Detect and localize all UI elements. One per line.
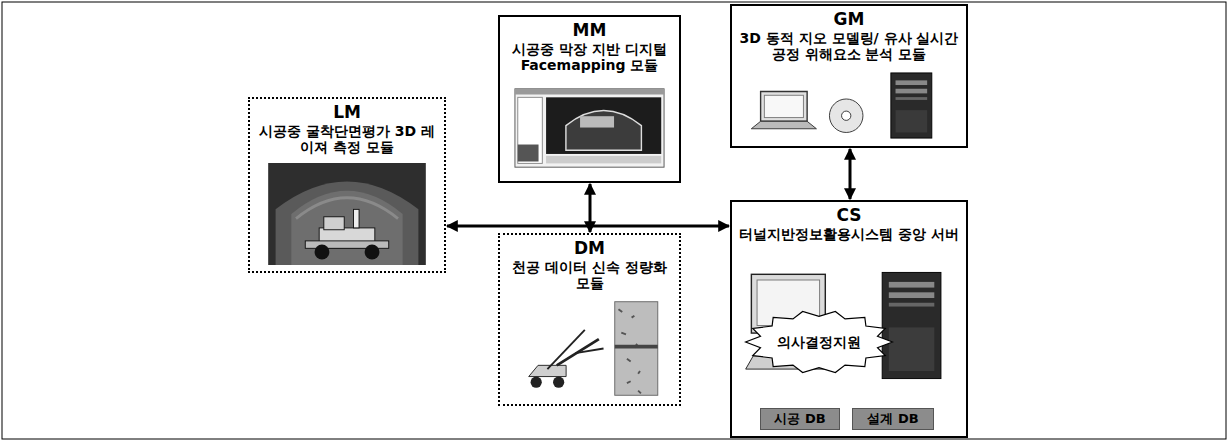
double-arrow xyxy=(589,184,592,232)
module-box: DM천공 데이터 신속 정량화 모듈 xyxy=(498,233,681,406)
module-code: MM xyxy=(506,21,673,41)
text-group: LM시공중 굴착단면평가 3D 레이져 측정 모듈 xyxy=(250,99,444,156)
module-box: LM시공중 굴착단면평가 3D 레이져 측정 모듈 xyxy=(248,97,446,273)
text-group: GM3D 동적 지오 모델링/ 유사 실시간 공정 위해요소 분석 모듈 xyxy=(732,6,966,63)
node-label: 천공 데이터 신속 정량화 모듈 xyxy=(506,259,673,293)
text-group: MM시공중 막장 지반 디지털 Facemapping 모듈 xyxy=(500,17,679,74)
node-label: 터널지반정보활용시스템 중앙 서버 xyxy=(738,226,960,243)
database-box: 설계 DB xyxy=(852,408,934,430)
lm-illustration xyxy=(262,163,432,265)
node-label: 3D 동적 지오 모델링/ 유사 실시간 공정 위해요소 분석 모듈 xyxy=(738,30,960,64)
module-code: LM xyxy=(256,103,438,123)
dm-illustration xyxy=(510,299,669,398)
node-label: 시공중 막장 지반 디지털 Facemapping 모듈 xyxy=(506,41,673,75)
node-label: 시공 DB xyxy=(774,411,825,427)
mm-illustration xyxy=(514,81,665,175)
decision-starburst: 의사결정지원 xyxy=(744,310,894,374)
double-arrow xyxy=(447,225,729,228)
text-group: CS터널지반정보활용시스템 중앙 서버 xyxy=(732,202,966,242)
double-arrow xyxy=(849,149,852,199)
text-group: DM천공 데이터 신속 정량화 모듈 xyxy=(500,235,679,292)
text-group: 시공 DB xyxy=(770,411,829,427)
text-group: 의사결정지원 xyxy=(773,334,865,351)
node-label: 의사결정지원 xyxy=(777,334,861,351)
gm-illustration xyxy=(742,70,956,141)
node-label: 시공중 굴착단면평가 3D 레이져 측정 모듈 xyxy=(256,123,438,157)
text-group: 설계 DB xyxy=(863,411,922,427)
module-box: GM3D 동적 지오 모델링/ 유사 실시간 공정 위해요소 분석 모듈 xyxy=(730,4,968,148)
module-code: CS xyxy=(738,206,960,226)
module-box: MM시공중 막장 지반 디지털 Facemapping 모듈 xyxy=(498,15,681,183)
database-box: 시공 DB xyxy=(760,408,840,430)
module-code: GM xyxy=(738,10,960,30)
node-label: 설계 DB xyxy=(867,411,918,427)
server-box: CS터널지반정보활용시스템 중앙 서버의사결정지원시공 DB 설계 DB xyxy=(730,200,968,438)
module-code: DM xyxy=(506,239,673,259)
